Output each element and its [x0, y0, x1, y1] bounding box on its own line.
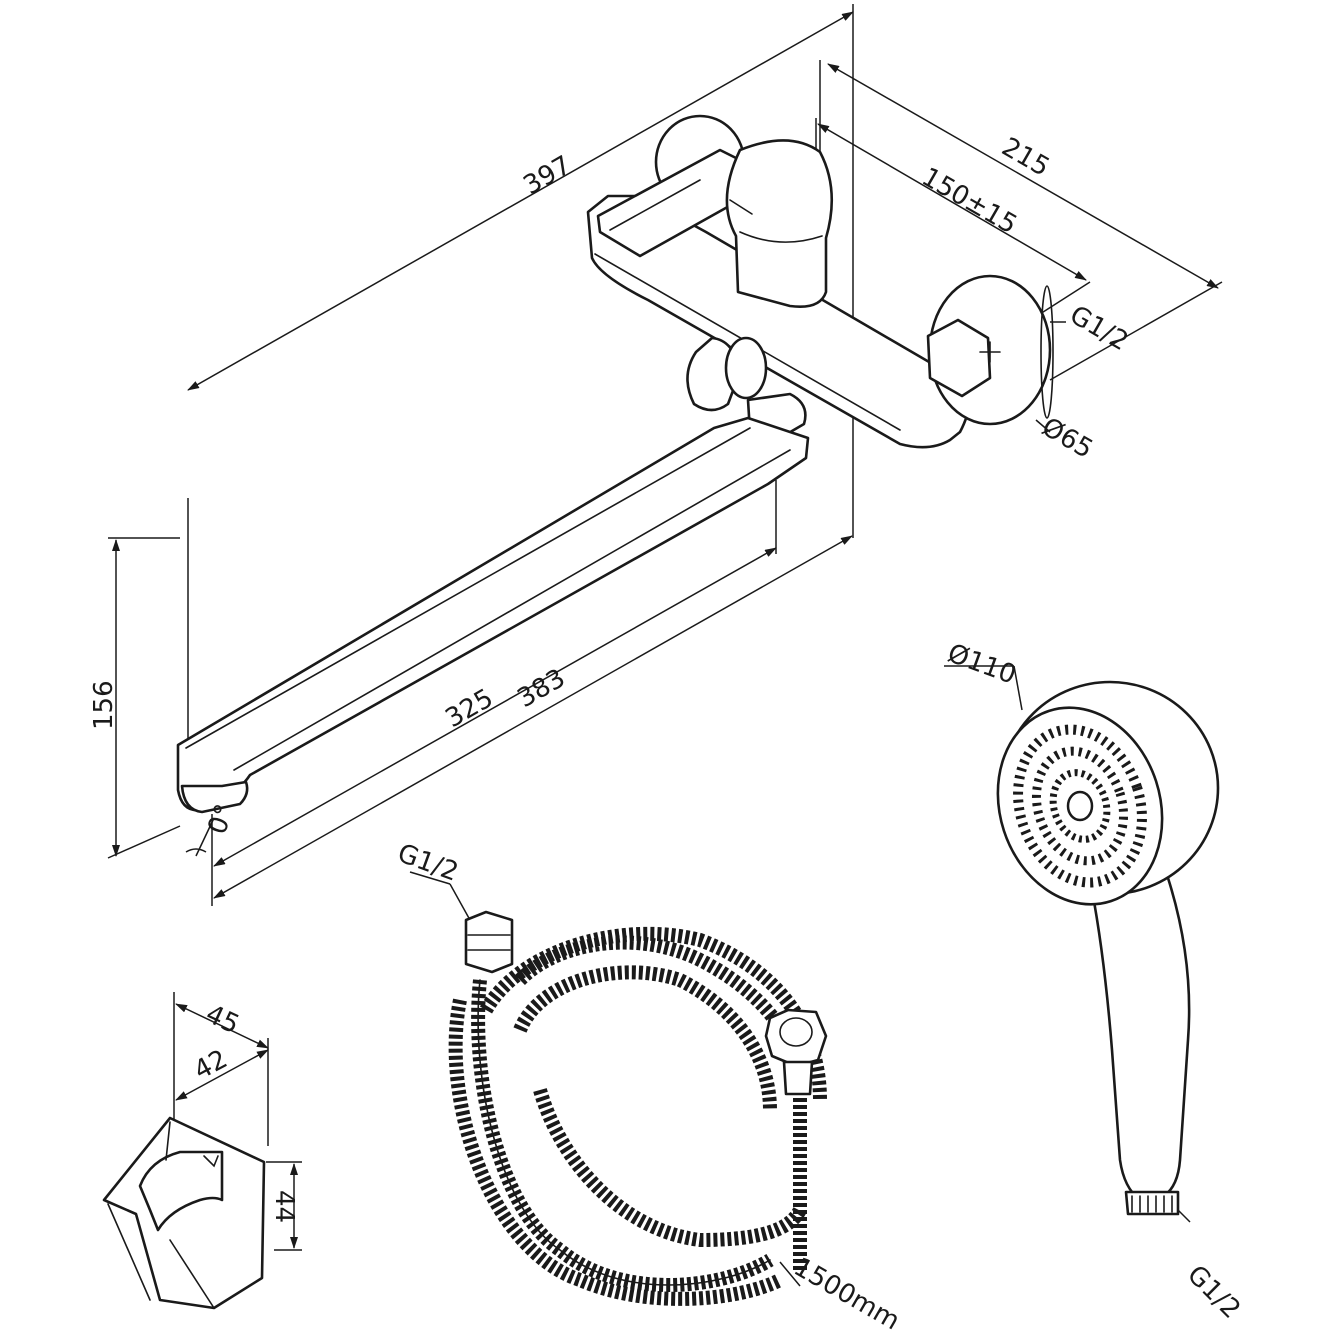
dim-centers: 150±15 [815, 118, 1091, 315]
holder-height-label: 44 [269, 1190, 299, 1223]
mixer-thread-label: G1/2 [1065, 300, 1134, 357]
cartridge-cap [725, 139, 834, 308]
flange-diameter-label: Ø65 [1037, 412, 1098, 465]
shower-nozzles [1013, 724, 1147, 888]
hose-connector-top [464, 910, 514, 974]
dim-150-label: 150±15 [917, 162, 1022, 240]
hose-length-label: 1500mm [789, 1252, 905, 1336]
eccentric-nut [926, 318, 992, 398]
hose-nut-right [764, 1008, 828, 1068]
dim-215-label: 215 [997, 132, 1055, 183]
holder-width-inner-label: 42 [189, 1044, 232, 1086]
dim-spout-height: 156 [89, 537, 181, 859]
shower-handle [1088, 868, 1191, 1202]
dim-325-label: 325 [441, 683, 499, 734]
shower-thread-label: G1/2 [1181, 1260, 1246, 1325]
shower-diameter-label: Ø110 [944, 638, 1020, 690]
hose-coil-outline [477, 979, 771, 1286]
dim-383-label: 383 [513, 663, 571, 714]
diverter-base [724, 336, 768, 400]
dim-397-label: 397 [519, 150, 577, 201]
shower-holder: 45 42 44 [102, 992, 302, 1310]
mixer-callouts: G1/2 Ø65 [1035, 300, 1134, 465]
hose-coil [448, 926, 827, 1306]
shower-thread [1124, 1190, 1180, 1216]
shower-hose: G1/2 1500mm [394, 838, 905, 1336]
hand-shower: Ø110 G1/2 [944, 638, 1246, 1324]
holder-body [102, 1116, 266, 1310]
hose-ferrule-right [782, 1060, 814, 1096]
dim-156-label: 156 [89, 680, 119, 730]
hose-thread-label: G1/2 [394, 838, 463, 887]
holder-cradle [138, 1150, 224, 1232]
